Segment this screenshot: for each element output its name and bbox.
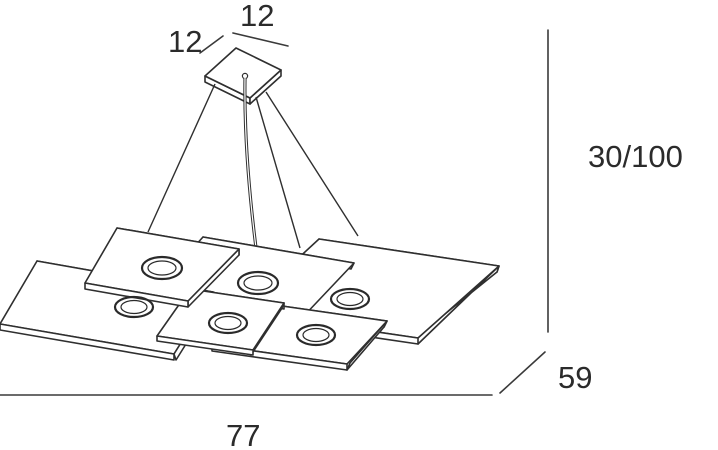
canopy-depth-dimension-line [199, 35, 224, 54]
ceiling-canopy [204, 47, 282, 105]
depth-dimension-line [499, 351, 546, 394]
suspension-wire-center [255, 96, 301, 249]
led-ring-left [113, 295, 155, 319]
led-ring-right [329, 287, 371, 311]
canopy-width-dimension-line [232, 32, 289, 47]
suspension [147, 77, 359, 249]
led-ring-top-left [140, 255, 184, 281]
led-ring-front-right [295, 323, 337, 347]
panel-top-left [84, 227, 240, 308]
suspension-wire-right [265, 91, 359, 237]
led-rings [113, 255, 371, 347]
canopy-depth-label: 12 [168, 24, 202, 59]
height-label: 30/100 [588, 139, 683, 174]
led-ring-center [236, 270, 280, 296]
suspension-wire-left [147, 83, 216, 233]
dimension-lines [0, 29, 549, 396]
canopy-width-label: 12 [240, 0, 274, 33]
width-label: 77 [226, 418, 260, 450]
canopy-top [204, 47, 282, 99]
depth-label: 59 [558, 360, 592, 395]
canopy-cable-entry [241, 72, 249, 80]
led-ring-front-center [207, 311, 249, 335]
